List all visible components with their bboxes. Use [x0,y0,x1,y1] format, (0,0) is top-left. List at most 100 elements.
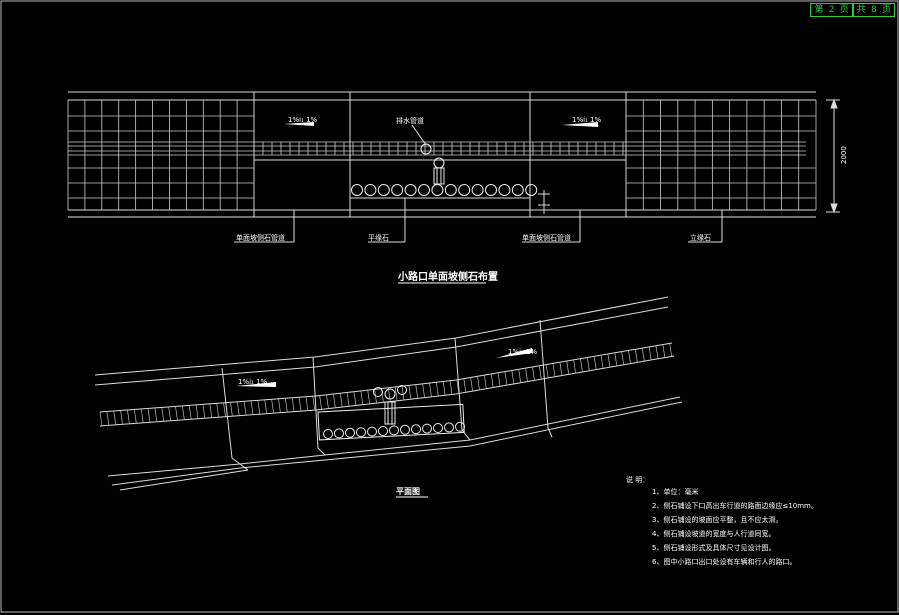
band-tick [545,364,549,379]
band-tick [607,353,611,368]
band-tick [106,411,110,426]
paver-circle [471,184,484,196]
plan-paving-band [99,343,673,427]
band-tick [99,411,103,427]
band-tick [655,345,659,359]
band-tick [580,358,583,373]
band-tick [442,381,446,396]
band-tick [339,393,343,408]
plan-slope-label-left: 1%i₁ 1% [238,378,268,386]
slope-label-left: 1%i₁ 1% [288,116,318,124]
plan-slope-arrow-right: 1%i₁ 1% [496,348,538,358]
band-tick [484,375,487,390]
band-tick [216,403,220,418]
band-tick [243,401,247,416]
band-tick [401,386,405,401]
note-2: 2、侧石铺设下口高出车行道的路面边缘应≤10mm。 [652,501,818,510]
notes-heading: 说 明： [626,475,649,484]
plan-paver-circle [378,426,388,436]
band-tick [291,397,295,412]
paver-circle [431,184,444,196]
band-tick [188,405,192,420]
band-tick [394,386,398,402]
band-tick [182,405,185,420]
drawing-title: 小路口单面坡侧石布置 [397,270,498,283]
band-tick [154,407,158,422]
band-tick [628,350,631,364]
band-tick [202,404,206,419]
callout-label-1: 单面坡侧石管道 [236,233,285,242]
band-tick [415,384,419,399]
plan-paver-circle [411,424,421,435]
band-tick [367,390,371,405]
paver-circle [404,184,417,196]
band-tick [147,408,151,423]
band-tick [525,368,528,382]
plan-paver-circle [356,427,366,438]
band-tick [641,348,645,362]
sheet-current: 第 2 页 [810,3,853,17]
band-tick [298,397,302,412]
plan-paver-circle [444,422,454,433]
band-tick [113,410,117,426]
band-tick [319,395,322,410]
drain-pipe-junction [420,143,445,185]
paver-circle [458,184,471,196]
callout-label-4: 立缘石 [690,233,711,242]
plan-paver-circle [367,426,377,437]
band-tick [662,344,666,358]
band-tick [209,403,213,418]
paver-circle-row [351,184,538,196]
plan-paver-circle [373,387,383,397]
band-tick [586,357,590,371]
plan-paver-circle [455,421,465,432]
band-tick [168,406,171,421]
band-tick [360,390,364,405]
band-tick [140,408,144,423]
band-tick [669,343,673,357]
paver-circle [418,184,430,196]
band-tick [381,388,384,403]
curb-strip [68,141,806,156]
paver-circle [351,184,363,196]
band-tick [195,404,199,419]
note-5: 5、侧石铺设形式及具体尺寸见设计图。 [652,543,775,552]
band-tick [559,362,563,376]
band-tick [511,370,515,385]
callout-leaders [234,198,723,243]
band-tick [470,377,474,392]
band-tick [133,409,137,424]
band-tick [284,398,288,413]
band-tick [346,392,350,407]
band-tick [600,355,604,369]
band-tick [278,398,281,413]
band-tick [573,359,576,374]
paver-circle [525,184,538,196]
band-tick [175,406,178,421]
band-tick [236,401,240,416]
band-tick [271,399,274,414]
band-tick [429,382,432,398]
band-tick [305,396,309,411]
band-tick [552,363,556,377]
band-tick [127,409,130,425]
dimension-label: 2000 [840,146,848,164]
band-tick [648,346,652,361]
sheet-number-box: 第 2 页 共 8 页 [810,3,895,17]
band-tick [538,365,542,380]
paver-circle [391,184,404,196]
paving-grid-right [625,100,817,210]
band-tick [635,349,638,363]
slope-arrow-right: 1%i₁ 1% [562,116,602,127]
paver-circle [511,184,524,196]
plan-paver-circle [397,385,407,395]
note-1: 1、单位：毫米 [652,487,698,496]
band-tick [497,372,501,387]
plan-paver-circle [334,428,344,439]
band-tick [312,396,316,411]
band-tick [422,383,425,398]
band-tick [456,379,460,394]
note-4: 4、侧石铺设坡道的宽度与人行道同宽。 [652,529,775,538]
